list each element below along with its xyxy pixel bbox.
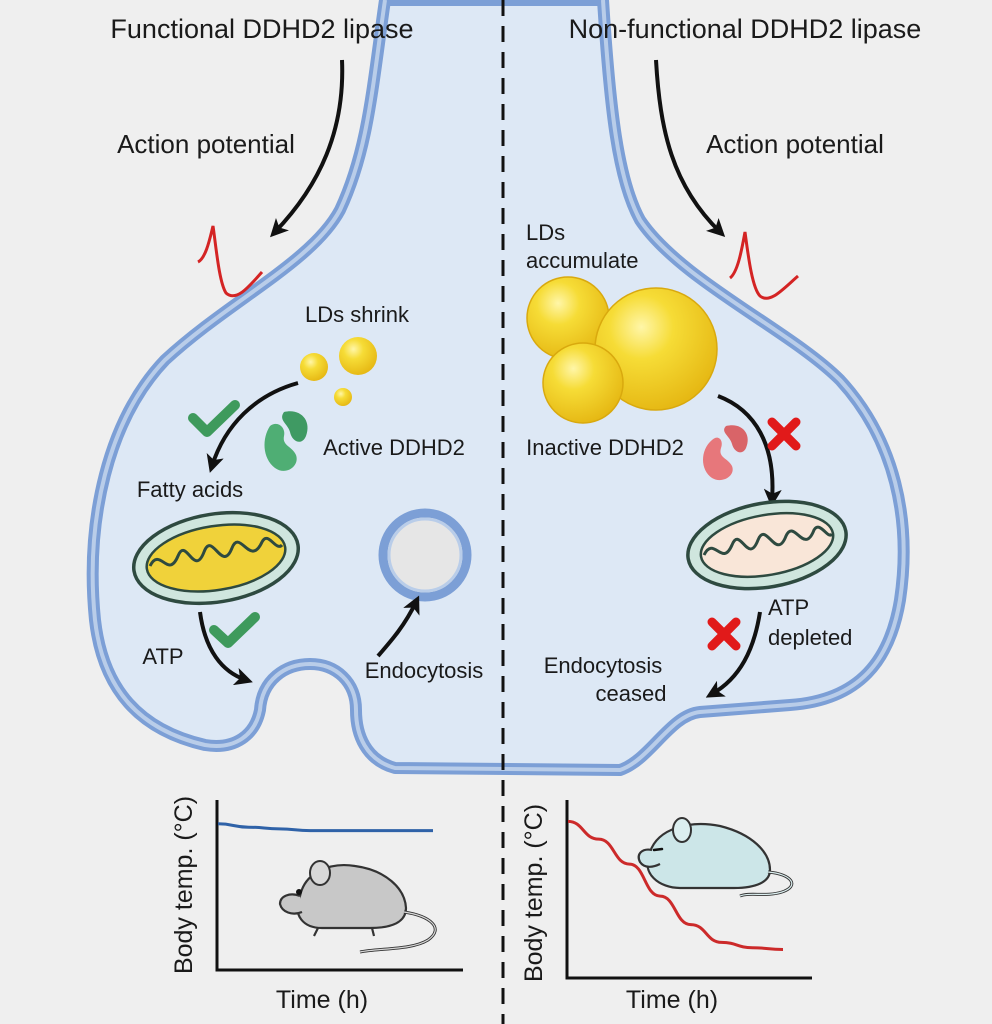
left-plot-axes: [215, 800, 463, 972]
fatty-acids-label: Fatty acids: [137, 477, 243, 502]
left-plot-series-line: [217, 822, 433, 833]
right-enzyme-label: Inactive DDHD2: [526, 435, 684, 460]
left-lds-label: LDs shrink: [305, 302, 410, 327]
lipid-droplet-icon: [526, 276, 718, 424]
right-endocytosis-label-2: ceased: [596, 681, 667, 706]
left-endocytosis-label: Endocytosis: [365, 658, 484, 683]
right-plot-xlabel: Time (h): [626, 986, 718, 1014]
cross-icon: [767, 417, 801, 451]
left-enzyme-label: Active DDHD2: [323, 435, 465, 460]
right-atp-label-2: depleted: [768, 625, 852, 650]
right-atp-arrow: [705, 611, 762, 698]
right-plot-ylabel: Body temp. (°C): [520, 804, 548, 982]
right-temperature-plot: Body temp. (°C) Time (h): [520, 800, 812, 1014]
terminal-membrane-inner: [90, 0, 906, 773]
lipid-droplet-icon: [300, 337, 377, 406]
left-action-potential-arrow: [270, 59, 345, 238]
right-lds-label-1: LDs: [526, 220, 565, 245]
right-endocytosis-label-1: Endocytosis: [544, 653, 663, 678]
vesicle-icon: [378, 508, 472, 602]
right-action-potential-arrow: [654, 59, 726, 238]
cross-icon: [707, 617, 741, 651]
mitochondrion-icon: [131, 510, 301, 606]
left-plot-ylabel: Body temp. (°C): [170, 796, 198, 974]
mouse-icon: [278, 860, 437, 954]
right-lds-label-2: accumulate: [526, 248, 639, 273]
right-ap-trace: [728, 231, 799, 300]
right-title: Non-functional DDHD2 lipase: [569, 14, 922, 44]
check-icon: [188, 400, 240, 437]
left-atp-arrow: [198, 611, 253, 686]
check-icon: [209, 612, 260, 648]
left-fatty-acid-arrow: [206, 381, 299, 473]
enzyme-icon: [703, 425, 748, 481]
left-title: Functional DDHD2 lipase: [110, 14, 413, 44]
left-action-potential-label: Action potential: [117, 129, 295, 159]
left-temperature-plot: Body temp. (°C) Time (h): [170, 796, 463, 1014]
left-plot-xlabel: Time (h): [276, 986, 368, 1014]
enzyme-icon: [264, 411, 308, 471]
left-ap-trace: [197, 225, 264, 298]
endocytosis-arrow: [376, 595, 420, 658]
left-atp-label: ATP: [142, 644, 183, 669]
right-action-potential-label: Action potential: [706, 129, 884, 159]
right-plot-axes: [565, 800, 812, 980]
right-plot-series-line: [567, 819, 784, 952]
right-fatty-acid-arrow: [717, 394, 782, 508]
mouse-icon: [637, 817, 794, 898]
mitochondrion-icon: [686, 499, 848, 591]
right-atp-label-1: ATP: [768, 595, 809, 620]
